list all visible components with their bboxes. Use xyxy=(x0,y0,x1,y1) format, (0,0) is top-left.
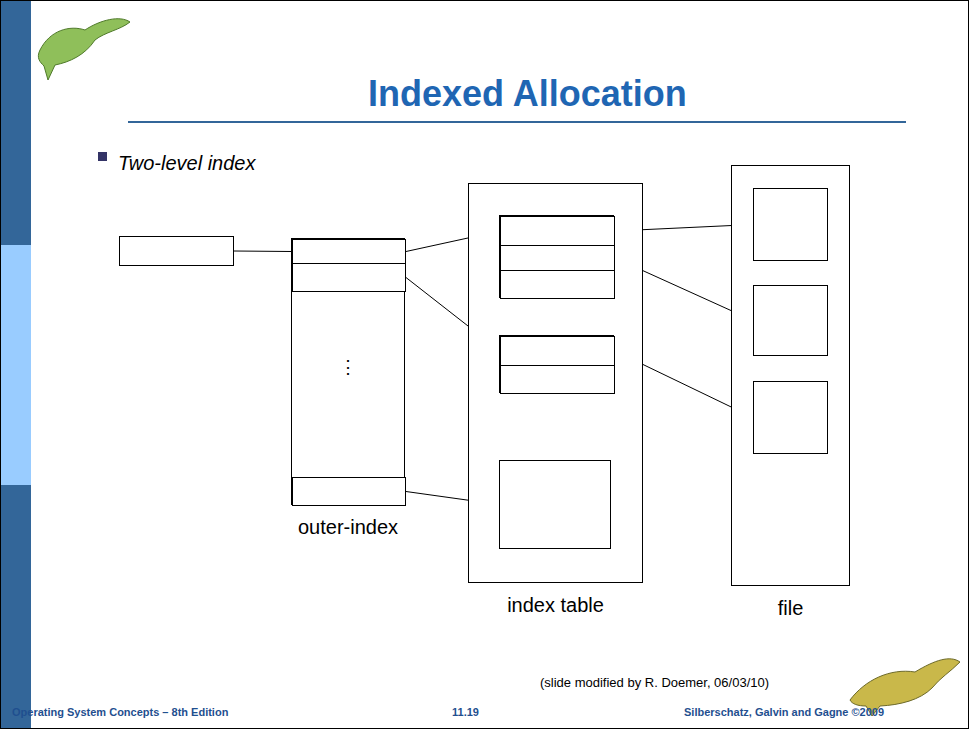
footer-page: 11.19 xyxy=(452,706,479,718)
index-entry xyxy=(500,270,615,299)
data-block xyxy=(753,188,828,261)
region-label: index table xyxy=(507,594,604,617)
bullet-text: Two-level index xyxy=(118,152,255,175)
index-entry xyxy=(500,245,615,271)
index-entry xyxy=(292,263,406,292)
index-entry xyxy=(500,365,615,394)
data-block xyxy=(753,381,828,454)
outer-index-table: ⋮outer-index xyxy=(291,238,405,505)
pointer-box xyxy=(119,236,234,266)
index-entry xyxy=(500,216,615,246)
index-entry xyxy=(292,477,406,506)
region-label: file xyxy=(778,597,804,620)
modification-note: (slide modified by R. Doemer, 06/03/10) xyxy=(540,675,769,690)
title-rule xyxy=(128,121,906,123)
side-bar xyxy=(1,1,31,728)
index-entry xyxy=(500,336,615,366)
ellipsis-mark: ⋮ xyxy=(292,356,404,378)
index-block xyxy=(499,335,614,393)
data-block xyxy=(753,285,828,356)
pointer-line xyxy=(234,251,292,253)
footer-book: Operating System Concepts – 8th Edition xyxy=(12,706,228,718)
index-entry xyxy=(292,239,406,264)
index-block xyxy=(499,215,614,298)
file-region: file xyxy=(731,165,850,586)
slide-title: Indexed Allocation xyxy=(368,73,687,115)
side-bar-highlight xyxy=(1,245,31,485)
region-label: outer-index xyxy=(298,516,398,539)
dinosaur-icon xyxy=(38,19,130,80)
index-table-region: index table xyxy=(468,183,643,583)
footer-copyright: Silberschatz, Galvin and Gagne ©2009 xyxy=(684,706,884,718)
bullet-square xyxy=(98,152,107,161)
index-block xyxy=(499,460,611,549)
